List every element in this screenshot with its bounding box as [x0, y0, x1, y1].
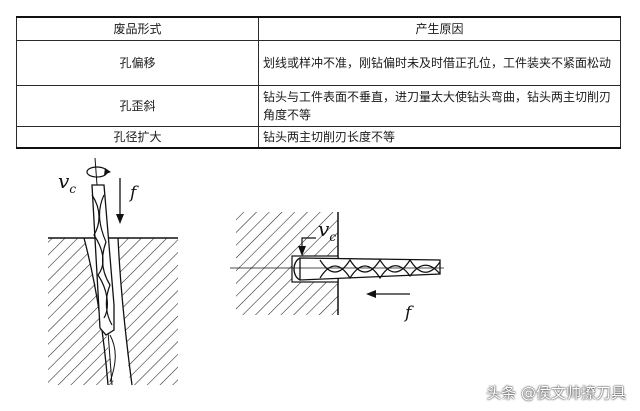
left-workpiece-hatch — [48, 238, 114, 385]
left-vc-label: vc — [58, 169, 76, 196]
defect-form-cell: 孔歪斜 — [16, 85, 259, 127]
table-row: 孔歪斜 钻头与工件表面不垂直，进刀量太大使钻头弯曲，钻头两主切削刃角度不等 — [16, 85, 621, 127]
header-defect-form: 废品形式 — [16, 16, 259, 41]
cause-cell: 划线或样冲不准，刚钻偏时未及时借正孔位，工件装夹不紧面松动 — [258, 40, 621, 86]
cause-cell: 钻头两主切削刃长度不等 — [258, 126, 621, 149]
watermark: 头条 @侯文帅撩刀具 — [486, 384, 626, 402]
left-f-label: f — [128, 183, 139, 203]
right-vc-label: vc — [318, 217, 336, 244]
defect-form-cell: 孔偏移 — [16, 40, 259, 86]
right-drill-figure: vc f — [230, 212, 444, 323]
left-drill-figure: vc f — [48, 157, 178, 386]
table-row: 孔径扩大 钻头两主切削刃长度不等 — [16, 126, 621, 149]
right-f-label: f — [403, 303, 414, 323]
defect-form-cell: 孔径扩大 — [16, 126, 259, 149]
table-row: 孔偏移 划线或样冲不准，刚钻偏时未及时借正孔位，工件装夹不紧面松动 — [16, 40, 621, 86]
defect-cause-table: 废品形式 产生原因 孔偏移 划线或样冲不准，刚钻偏时未及时借正孔位，工件装夹不紧… — [16, 16, 621, 149]
left-workpiece-hatch-right — [118, 238, 178, 385]
cause-cell: 钻头与工件表面不垂直，进刀量太大使钻头弯曲，钻头两主切削刃角度不等 — [258, 85, 621, 127]
table-header-row: 废品形式 产生原因 — [16, 16, 621, 41]
drilling-diagram: vc f vc f — [48, 157, 444, 386]
header-cause: 产生原因 — [258, 16, 621, 41]
